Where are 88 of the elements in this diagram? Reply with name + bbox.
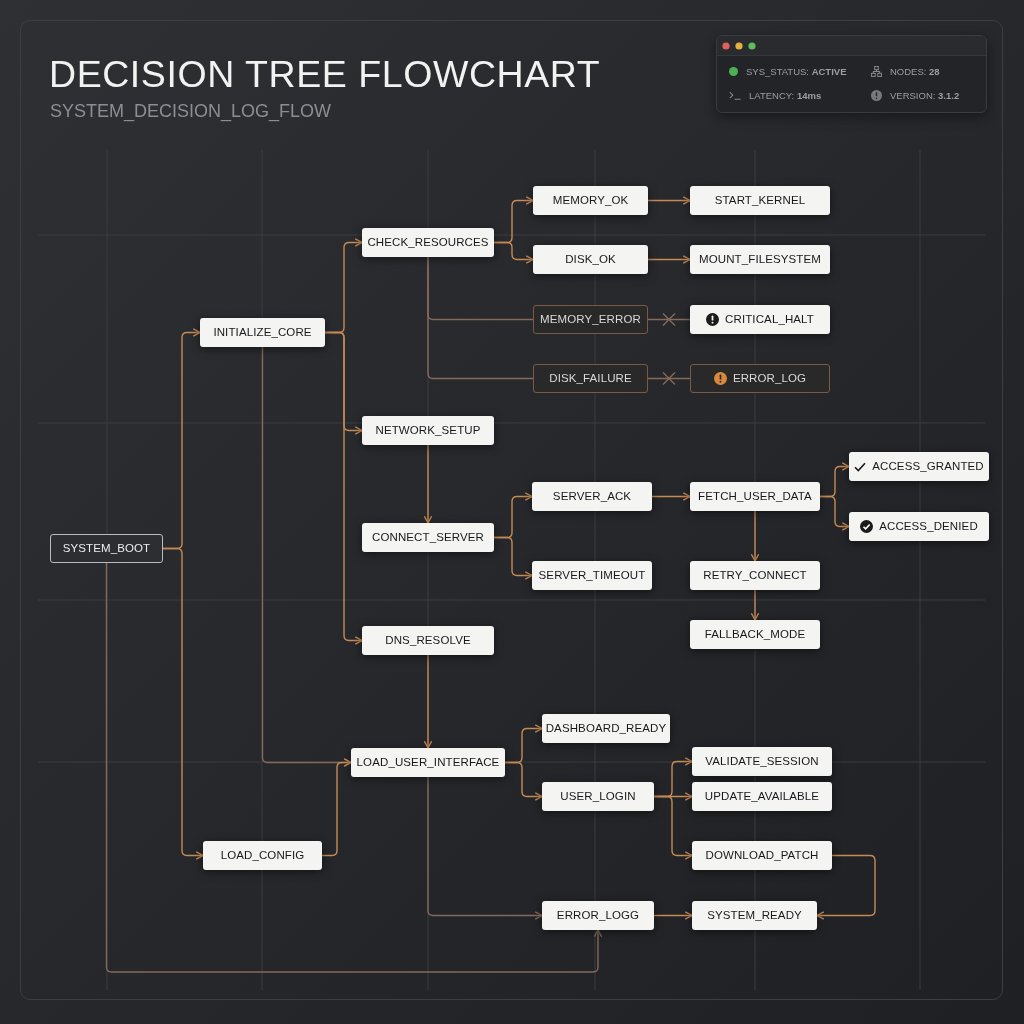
- connector-arrow: [324, 331, 363, 645]
- node-label: FETCH_USER_DATA: [698, 490, 812, 503]
- process-box: [203, 841, 322, 870]
- process-box: [690, 482, 820, 511]
- process-box: [533, 245, 648, 274]
- node-label: SERVER_ACK: [552, 490, 632, 503]
- process-box: [542, 901, 654, 930]
- status-text: VERSION: 3.1.2: [890, 90, 960, 101]
- connector-line: [647, 318, 691, 321]
- connector-arrow: [819, 495, 850, 531]
- node-label: DNS_RESOLVE: [385, 634, 471, 647]
- title: DECISION TREE FLOWCHART: [49, 56, 601, 94]
- node-label: USER_LOGIN: [560, 790, 636, 803]
- process-box: [690, 245, 830, 274]
- node-label: DISK_FAILURE: [549, 372, 632, 385]
- node-label: CONNECT_SERVER: [372, 531, 484, 544]
- process-box: [200, 318, 325, 347]
- connector-arrow: [162, 547, 204, 860]
- node-label: ERROR_LOG: [732, 372, 807, 385]
- node-label: ACCESS_DENIED: [879, 520, 978, 533]
- subtitle: SYSTEM_DECISION_LOG_FLOW: [50, 102, 332, 120]
- node-label: SERVER_TIMEOUT: [538, 569, 646, 582]
- node-label: START_KERNEL: [714, 194, 806, 207]
- process-box: [692, 901, 817, 930]
- outlined-box: [50, 534, 163, 563]
- process-box: [362, 228, 494, 257]
- node-label: DOWNLOAD_PATCH: [705, 849, 819, 862]
- process-box: [362, 626, 494, 655]
- process-box: [690, 561, 820, 590]
- connector-line: [427, 256, 534, 380]
- connector-arrow: [816, 854, 876, 920]
- node-label: UPDATE_AVAILABLE: [704, 790, 820, 803]
- connector-arrow: [427, 776, 543, 920]
- process-box: [690, 186, 830, 215]
- node-label: INITIALIZE_CORE: [213, 326, 312, 339]
- status-text: NODES: 28: [890, 66, 940, 77]
- node-label: DISK_OK: [565, 253, 616, 266]
- connector-arrow: [750, 510, 760, 562]
- status-text: LATENCY: 14ms: [749, 90, 822, 101]
- node-label: CRITICAL_HALT: [725, 313, 814, 326]
- node-label: LOAD_CONFIG: [220, 849, 305, 862]
- node-label: MOUNT_FILESYSTEM: [699, 253, 821, 266]
- connector-arrow: [423, 444, 433, 524]
- process-box: [362, 523, 494, 552]
- node-label: SYSTEM_BOOT: [62, 542, 151, 555]
- node-label: MEMORY_OK: [552, 194, 629, 207]
- process-box: [849, 452, 989, 481]
- node-label: LOAD_USER_INTERFACE: [356, 756, 500, 769]
- connector-arrow: [647, 196, 691, 205]
- connector-arrow: [750, 589, 760, 621]
- connector-arrow: [493, 241, 534, 264]
- node-label: RETRY_CONNECT: [703, 569, 807, 582]
- outlined-box: [533, 305, 648, 334]
- process-box: [692, 841, 832, 870]
- outlined-box: [533, 364, 648, 393]
- connector-arrow: [653, 911, 693, 920]
- process-box: [532, 482, 652, 511]
- process-box: [690, 305, 830, 334]
- node-label: FALLBACK_MODE: [704, 628, 806, 641]
- connector-arrow: [105, 562, 603, 973]
- node-label: ACCESS_GRANTED: [872, 460, 984, 473]
- process-box: [692, 747, 832, 776]
- process-box: [542, 714, 670, 743]
- node-label: VALIDATE_SESSION: [705, 755, 819, 768]
- outlined-box: [690, 364, 830, 393]
- node-label: SYSTEM_READY: [707, 909, 802, 922]
- process-box: [362, 416, 494, 445]
- connector-arrow: [647, 255, 691, 264]
- connector-arrow: [504, 761, 543, 801]
- node-label: CHECK_RESOURCES: [367, 236, 489, 249]
- process-box: [849, 512, 989, 541]
- node-label: ERROR_LOGG: [556, 909, 640, 922]
- process-box: [690, 620, 820, 649]
- connector-line: [647, 377, 691, 380]
- node-label: MEMORY_ERROR: [540, 313, 641, 326]
- process-box: [351, 748, 505, 777]
- node-label: DASHBOARD_READY: [545, 722, 667, 735]
- process-box: [532, 561, 652, 590]
- connector-arrow: [653, 795, 693, 860]
- process-box: [692, 782, 832, 811]
- connector-arrow: [493, 536, 533, 580]
- process-box: [542, 782, 654, 811]
- connector-arrow: [321, 758, 352, 857]
- connector-arrow: [651, 492, 691, 501]
- status-text: SYS_STATUS: ACTIVE: [746, 66, 847, 77]
- connector-arrow: [423, 654, 433, 749]
- process-box: [533, 186, 648, 215]
- node-label: NETWORK_SETUP: [375, 424, 481, 437]
